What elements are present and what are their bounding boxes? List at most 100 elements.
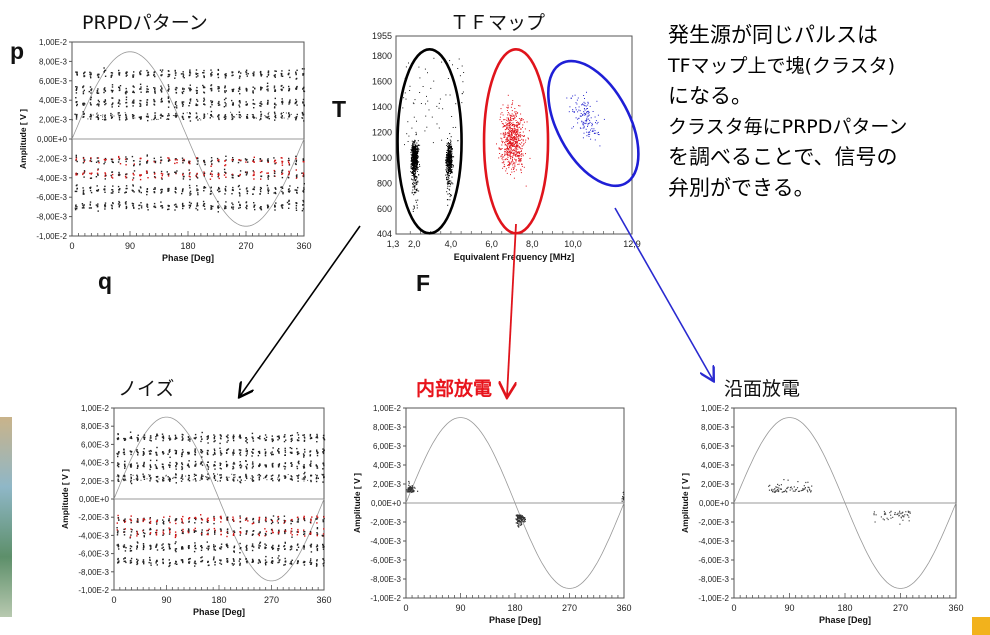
data-point <box>416 154 418 156</box>
data-point <box>287 176 290 179</box>
data-point <box>118 73 120 76</box>
data-point <box>890 514 892 516</box>
data-point <box>259 193 261 195</box>
data-point <box>267 73 270 75</box>
data-point <box>124 464 126 467</box>
data-point <box>445 160 447 162</box>
data-point <box>195 76 198 78</box>
data-point <box>519 517 521 519</box>
data-point <box>123 463 126 466</box>
data-point <box>117 437 119 439</box>
data-point <box>246 453 248 455</box>
data-point <box>181 189 184 192</box>
data-point <box>906 514 908 516</box>
y-tick-label: 4,00E-3 <box>81 459 110 468</box>
data-point <box>245 440 247 442</box>
data-point <box>133 164 135 166</box>
data-point <box>310 480 312 483</box>
data-point <box>413 165 415 167</box>
data-point <box>203 92 206 94</box>
data-point <box>288 203 290 205</box>
data-point <box>188 207 191 209</box>
data-point <box>295 98 297 101</box>
data-point <box>448 174 450 176</box>
data-point <box>189 172 191 174</box>
data-point <box>411 160 413 162</box>
data-point <box>622 496 624 498</box>
data-point <box>416 148 418 150</box>
data-point <box>188 116 190 119</box>
data-point <box>232 157 234 159</box>
data-point <box>217 114 219 117</box>
data-point <box>90 116 92 118</box>
data-point <box>288 164 291 166</box>
data-point <box>148 475 151 477</box>
data-point <box>136 475 139 478</box>
data-point <box>412 161 414 163</box>
data-point <box>111 177 114 179</box>
data-point <box>246 103 248 105</box>
data-point <box>446 191 448 193</box>
data-point <box>449 196 451 198</box>
data-point <box>183 205 185 207</box>
data-point <box>175 436 177 438</box>
data-point <box>267 174 269 177</box>
data-point <box>196 163 198 165</box>
data-point <box>227 560 229 563</box>
data-point <box>182 532 184 535</box>
data-point <box>157 481 159 483</box>
data-point <box>150 546 152 548</box>
data-point <box>225 207 227 209</box>
data-point <box>90 118 92 120</box>
x-tick-label: 270 <box>562 603 577 613</box>
data-point <box>303 546 305 548</box>
y-tick-label: 6,00E-3 <box>81 440 110 449</box>
data-point <box>139 99 141 102</box>
data-point <box>239 461 241 463</box>
data-point <box>416 170 418 172</box>
data-point <box>174 519 177 521</box>
data-point <box>219 437 222 439</box>
data-point <box>414 156 416 158</box>
data-point <box>449 161 451 163</box>
data-point <box>302 201 305 203</box>
data-point <box>211 170 213 172</box>
data-point <box>288 191 290 193</box>
data-point <box>298 462 300 465</box>
data-point <box>446 167 448 169</box>
data-point <box>130 477 132 479</box>
data-point <box>136 545 138 547</box>
data-point <box>415 152 416 154</box>
data-point <box>167 189 169 191</box>
data-point <box>225 172 227 174</box>
data-point <box>450 166 452 167</box>
data-point <box>239 88 241 91</box>
data-point <box>130 515 132 517</box>
data-point <box>884 512 886 514</box>
data-point <box>225 103 227 105</box>
data-point <box>265 520 267 522</box>
data-point <box>232 90 234 92</box>
data-point <box>194 560 196 562</box>
data-point <box>238 114 240 116</box>
data-point <box>246 547 248 550</box>
data-point <box>169 521 171 524</box>
data-point <box>162 529 165 531</box>
data-point <box>195 463 197 465</box>
data-point <box>450 195 452 197</box>
data-point <box>174 171 176 173</box>
data-point <box>213 477 216 480</box>
data-point <box>125 479 127 481</box>
data-point <box>237 175 239 177</box>
data-point <box>251 558 254 561</box>
data-point <box>239 558 241 560</box>
data-point <box>82 85 85 87</box>
data-point <box>303 467 306 469</box>
data-point <box>801 489 803 491</box>
data-point <box>202 200 205 203</box>
data-point <box>274 116 275 118</box>
data-point <box>189 187 191 189</box>
data-point <box>231 202 233 204</box>
y-tick-label: 404 <box>377 229 392 239</box>
data-point <box>133 174 135 176</box>
